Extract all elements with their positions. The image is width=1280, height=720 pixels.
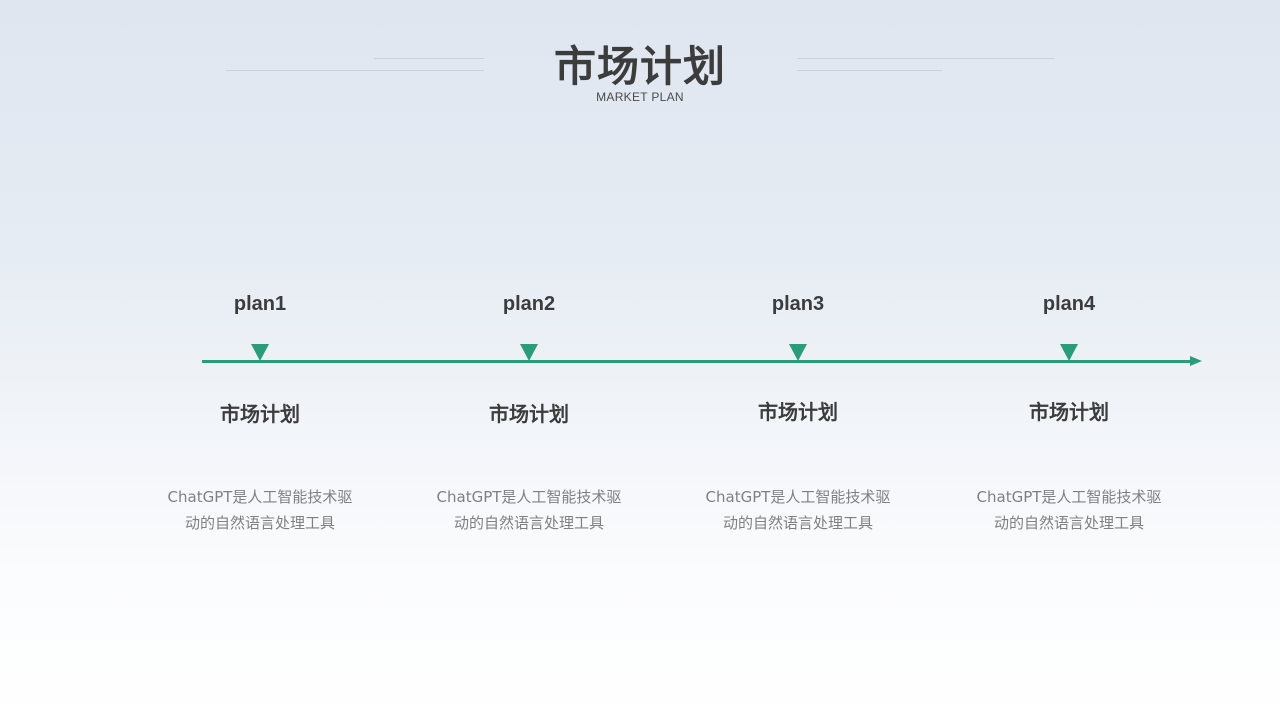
timeline-marker-icon xyxy=(520,344,538,361)
header-divider-left-top xyxy=(374,58,484,59)
header-divider-right-bottom xyxy=(797,70,942,71)
header-divider-right-top xyxy=(797,58,1055,59)
plan-description: ChatGPT是人工智能技术驱 动的自然语言处理工具 xyxy=(703,484,893,536)
plan-label: plan1 xyxy=(233,293,287,315)
plan-description-line-1: ChatGPT是人工智能技术驱 xyxy=(976,488,1162,506)
plan-description-line-2: 动的自然语言处理工具 xyxy=(993,514,1144,532)
plan-title: 市场计划 xyxy=(758,400,838,424)
plan-description: ChatGPT是人工智能技术驱 动的自然语言处理工具 xyxy=(165,484,355,536)
plan-description: ChatGPT是人工智能技术驱 动的自然语言处理工具 xyxy=(974,484,1164,536)
timeline-arrow-icon xyxy=(1190,356,1202,366)
page-subtitle: MARKET PLAN xyxy=(596,90,684,104)
plan-description-line-1: ChatGPT是人工智能技术驱 xyxy=(436,488,622,506)
plan-description-line-2: 动的自然语言处理工具 xyxy=(184,514,335,532)
timeline-marker-icon xyxy=(1060,344,1078,361)
plan-description-line-2: 动的自然语言处理工具 xyxy=(453,514,604,532)
plan-title: 市场计划 xyxy=(220,402,300,426)
header-divider-left-bottom xyxy=(226,70,484,71)
plan-label: plan2 xyxy=(502,293,556,315)
plan-label: plan4 xyxy=(1042,293,1096,315)
timeline-axis xyxy=(202,360,1192,363)
plan-description: ChatGPT是人工智能技术驱 动的自然语言处理工具 xyxy=(434,484,624,536)
plan-description-line-1: ChatGPT是人工智能技术驱 xyxy=(705,488,891,506)
timeline-marker-icon xyxy=(789,344,807,361)
plan-description-line-2: 动的自然语言处理工具 xyxy=(722,514,873,532)
timeline-marker-icon xyxy=(251,344,269,361)
page-title: 市场计划 xyxy=(553,42,726,91)
plan-description-line-1: ChatGPT是人工智能技术驱 xyxy=(167,488,353,506)
plan-label: plan3 xyxy=(771,293,825,315)
plan-title: 市场计划 xyxy=(1029,400,1109,424)
plan-title: 市场计划 xyxy=(489,402,569,426)
